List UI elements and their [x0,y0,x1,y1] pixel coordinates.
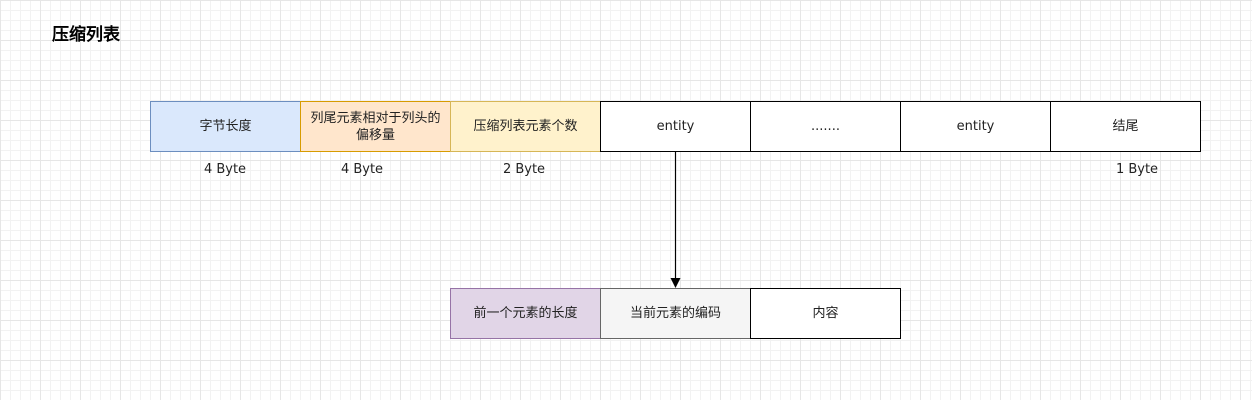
ellipsis-box: ....... [750,101,901,152]
entity-box-last: entity [900,101,1051,152]
size-label-zlend: 1 Byte [1115,162,1159,177]
prevlen-box: 前一个元素的长度 [450,288,601,339]
arrow-head [670,278,681,288]
size-label-zltail: 4 Byte [340,162,384,177]
zllen-box: 压缩列表元素个数 [450,101,601,152]
zlend-box: 结尾 [1050,101,1201,152]
size-label-zllen: 2 Byte [502,162,546,177]
encoding-box: 当前元素的编码 [600,288,751,339]
entity-box-first: entity [600,101,751,152]
diagram-title: 压缩列表 [52,25,120,45]
size-label-zlbytes: 4 Byte [203,162,247,177]
content-box: 内容 [750,288,901,339]
